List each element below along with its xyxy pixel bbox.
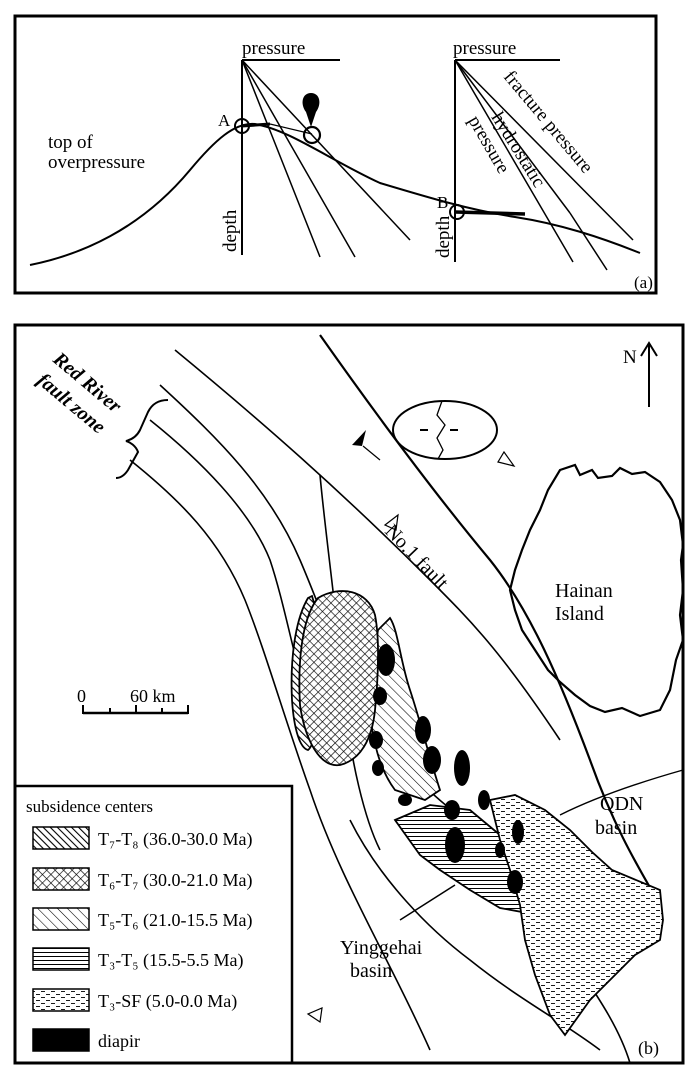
well-a-diagram xyxy=(234,59,411,258)
depth-label-right: depth xyxy=(433,215,454,258)
panel-b-frame xyxy=(13,323,685,1065)
scale-bar xyxy=(82,705,189,715)
subsidence-t6-t7 xyxy=(298,590,379,766)
legend-title: subsidence centers xyxy=(26,797,153,816)
legend-swatch-t3-t5 xyxy=(32,947,90,971)
diapirs xyxy=(369,644,524,894)
shear-arrow-icon xyxy=(497,450,516,467)
fluid-drop-icon xyxy=(302,93,320,127)
legend-label-t6-t7: T₆-T₇ (30.0-21.0 Ma) xyxy=(98,870,253,891)
hainan-island-outline xyxy=(508,463,685,718)
legend-swatch-t6-t7 xyxy=(32,867,90,891)
legend-swatch-t5-t6 xyxy=(32,907,90,931)
legend-label-t3-t5: T₃-T₅ (15.5-5.5 Ma) xyxy=(98,950,244,971)
yinggehai-pointer xyxy=(399,884,456,921)
legend-label-t7-t8: T₇-T₈ (36.0-30.0 Ma) xyxy=(98,829,253,850)
legend-swatch-t3-sf xyxy=(32,988,90,1012)
legend-swatch-diapir xyxy=(32,1028,90,1052)
strain-ellipse-icon xyxy=(392,400,498,460)
legend: subsidence centers T₇-T₈ (36.0-30.0 Ma) … xyxy=(13,784,294,1065)
pressure-label-left: pressure xyxy=(242,38,305,59)
point-b-label: B xyxy=(437,193,448,212)
legend-label-t3-sf: T₃-SF (5.0-0.0 Ma) xyxy=(98,991,237,1012)
scale-zero: 0 xyxy=(77,686,86,706)
legend-label-diapir: diapir xyxy=(98,1031,140,1051)
panel-b-letter: (b) xyxy=(638,1038,659,1059)
top-of-overpressure-label-1: top of xyxy=(48,132,94,153)
subsidence-t3-sf xyxy=(488,794,664,1037)
shear-arrow-icon xyxy=(383,513,399,531)
hainan-label-2: Island xyxy=(555,603,604,625)
red-river-bracket xyxy=(115,399,169,479)
depth-label-left: depth xyxy=(220,209,241,252)
leak-point-marker xyxy=(302,125,322,145)
pressure-label-right: pressure xyxy=(453,38,516,59)
panel-a-letter: (a) xyxy=(634,273,653,292)
legend-swatch-t7-t8 xyxy=(32,826,90,850)
point-a-marker xyxy=(234,118,250,134)
no1-fault-label: No.1 fault xyxy=(380,520,452,594)
top-of-overpressure-curve xyxy=(29,122,641,266)
legend-box xyxy=(13,784,294,1065)
shear-arrow-icon xyxy=(352,430,366,446)
point-b-marker xyxy=(449,204,465,220)
top-of-overpressure-label-2: overpressure xyxy=(48,152,145,173)
point-a-label: A xyxy=(218,111,231,130)
qdn-label-2: basin xyxy=(595,817,637,839)
well-b-diagram xyxy=(449,59,634,271)
shear-arrow-icon xyxy=(306,1007,323,1024)
scale-value: 60 km xyxy=(130,686,176,706)
yinggehai-label-2: basin xyxy=(350,960,392,982)
north-label: N xyxy=(623,347,637,368)
panel-a-frame xyxy=(13,14,658,295)
north-arrow-icon xyxy=(640,341,658,407)
hainan-label-1: Hainan xyxy=(555,580,613,602)
qdn-label-1: QDN xyxy=(600,793,643,815)
legend-label-t5-t6: T₅-T₆ (21.0-15.5 Ma) xyxy=(98,910,253,931)
yinggehai-label-1: Yinggehai xyxy=(340,937,423,959)
